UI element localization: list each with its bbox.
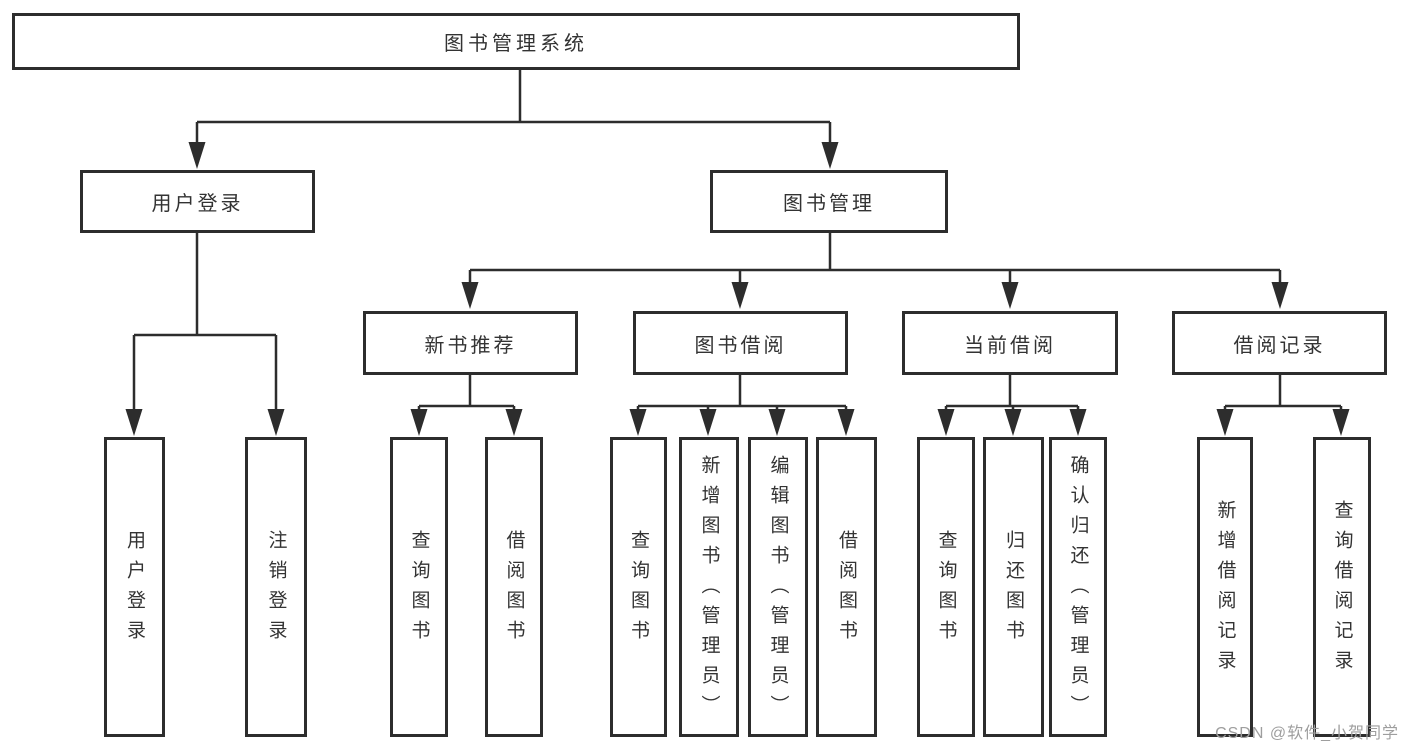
node-borrow-records: 借阅记录 xyxy=(1172,311,1387,375)
leaf-borrowing-borrow-books: 借阅图书 xyxy=(816,437,877,737)
leaf-user-login: 用户登录 xyxy=(104,437,165,737)
node-root-library-system: 图书管理系统 xyxy=(12,13,1020,70)
leaf-add-books-admin: 新增图书（管理员） xyxy=(679,437,739,737)
node-book-borrowing: 图书借阅 xyxy=(633,311,848,375)
csdn-watermark: CSDN @软件_小贺同学 xyxy=(1215,725,1399,742)
leaf-confirm-return-admin: 确认归还（管理员） xyxy=(1049,437,1107,737)
node-book-management: 图书管理 xyxy=(710,170,948,233)
leaf-edit-books-admin: 编辑图书（管理员） xyxy=(748,437,808,737)
leaf-return-books: 归还图书 xyxy=(983,437,1044,737)
leaf-query-borrow-record: 查询借阅记录 xyxy=(1313,437,1371,737)
node-current-borrowing: 当前借阅 xyxy=(902,311,1118,375)
node-new-book-recommend: 新书推荐 xyxy=(363,311,578,375)
leaf-logout: 注销登录 xyxy=(245,437,307,737)
leaf-add-borrow-record: 新增借阅记录 xyxy=(1197,437,1253,737)
leaf-borrowing-query-books: 查询图书 xyxy=(610,437,667,737)
leaf-current-query-books: 查询图书 xyxy=(917,437,975,737)
leaf-newbook-query-books: 查询图书 xyxy=(390,437,448,737)
node-user-login: 用户登录 xyxy=(80,170,315,233)
leaf-newbook-borrow-books: 借阅图书 xyxy=(485,437,543,737)
